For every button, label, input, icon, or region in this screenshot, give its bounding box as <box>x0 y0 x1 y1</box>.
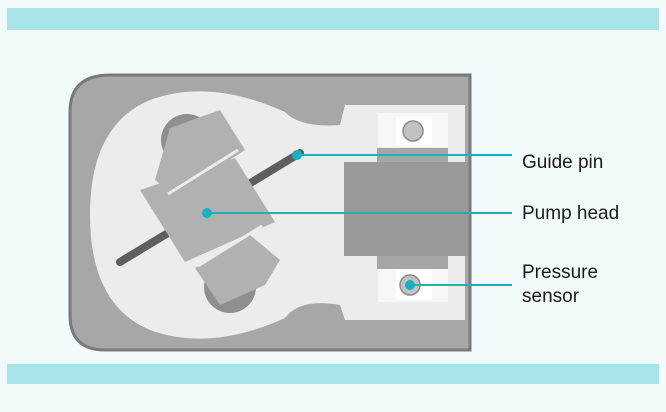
leader-dot-pressure-sensor <box>405 280 415 290</box>
rotor-gap-upper <box>167 148 239 196</box>
label-pump-head: Pump head <box>522 203 620 224</box>
tube-end-bottom <box>377 256 448 269</box>
label-guide-pin: Guide pin <box>522 152 604 173</box>
upper-sensor <box>402 120 424 142</box>
rotor-upper-arm <box>155 110 245 195</box>
top-band <box>7 8 659 30</box>
rotor-gap-lower <box>197 224 263 268</box>
leader-dot-pump-head <box>202 208 212 218</box>
label-pressure-sensor-line1: Pressure <box>522 262 599 283</box>
label-pressure-sensor-line2: sensor <box>522 286 580 307</box>
bottom-band <box>7 364 659 384</box>
leader-dot-guide-pin <box>292 150 302 160</box>
rotor-lower-arm <box>195 235 280 305</box>
tube-block <box>344 162 468 256</box>
